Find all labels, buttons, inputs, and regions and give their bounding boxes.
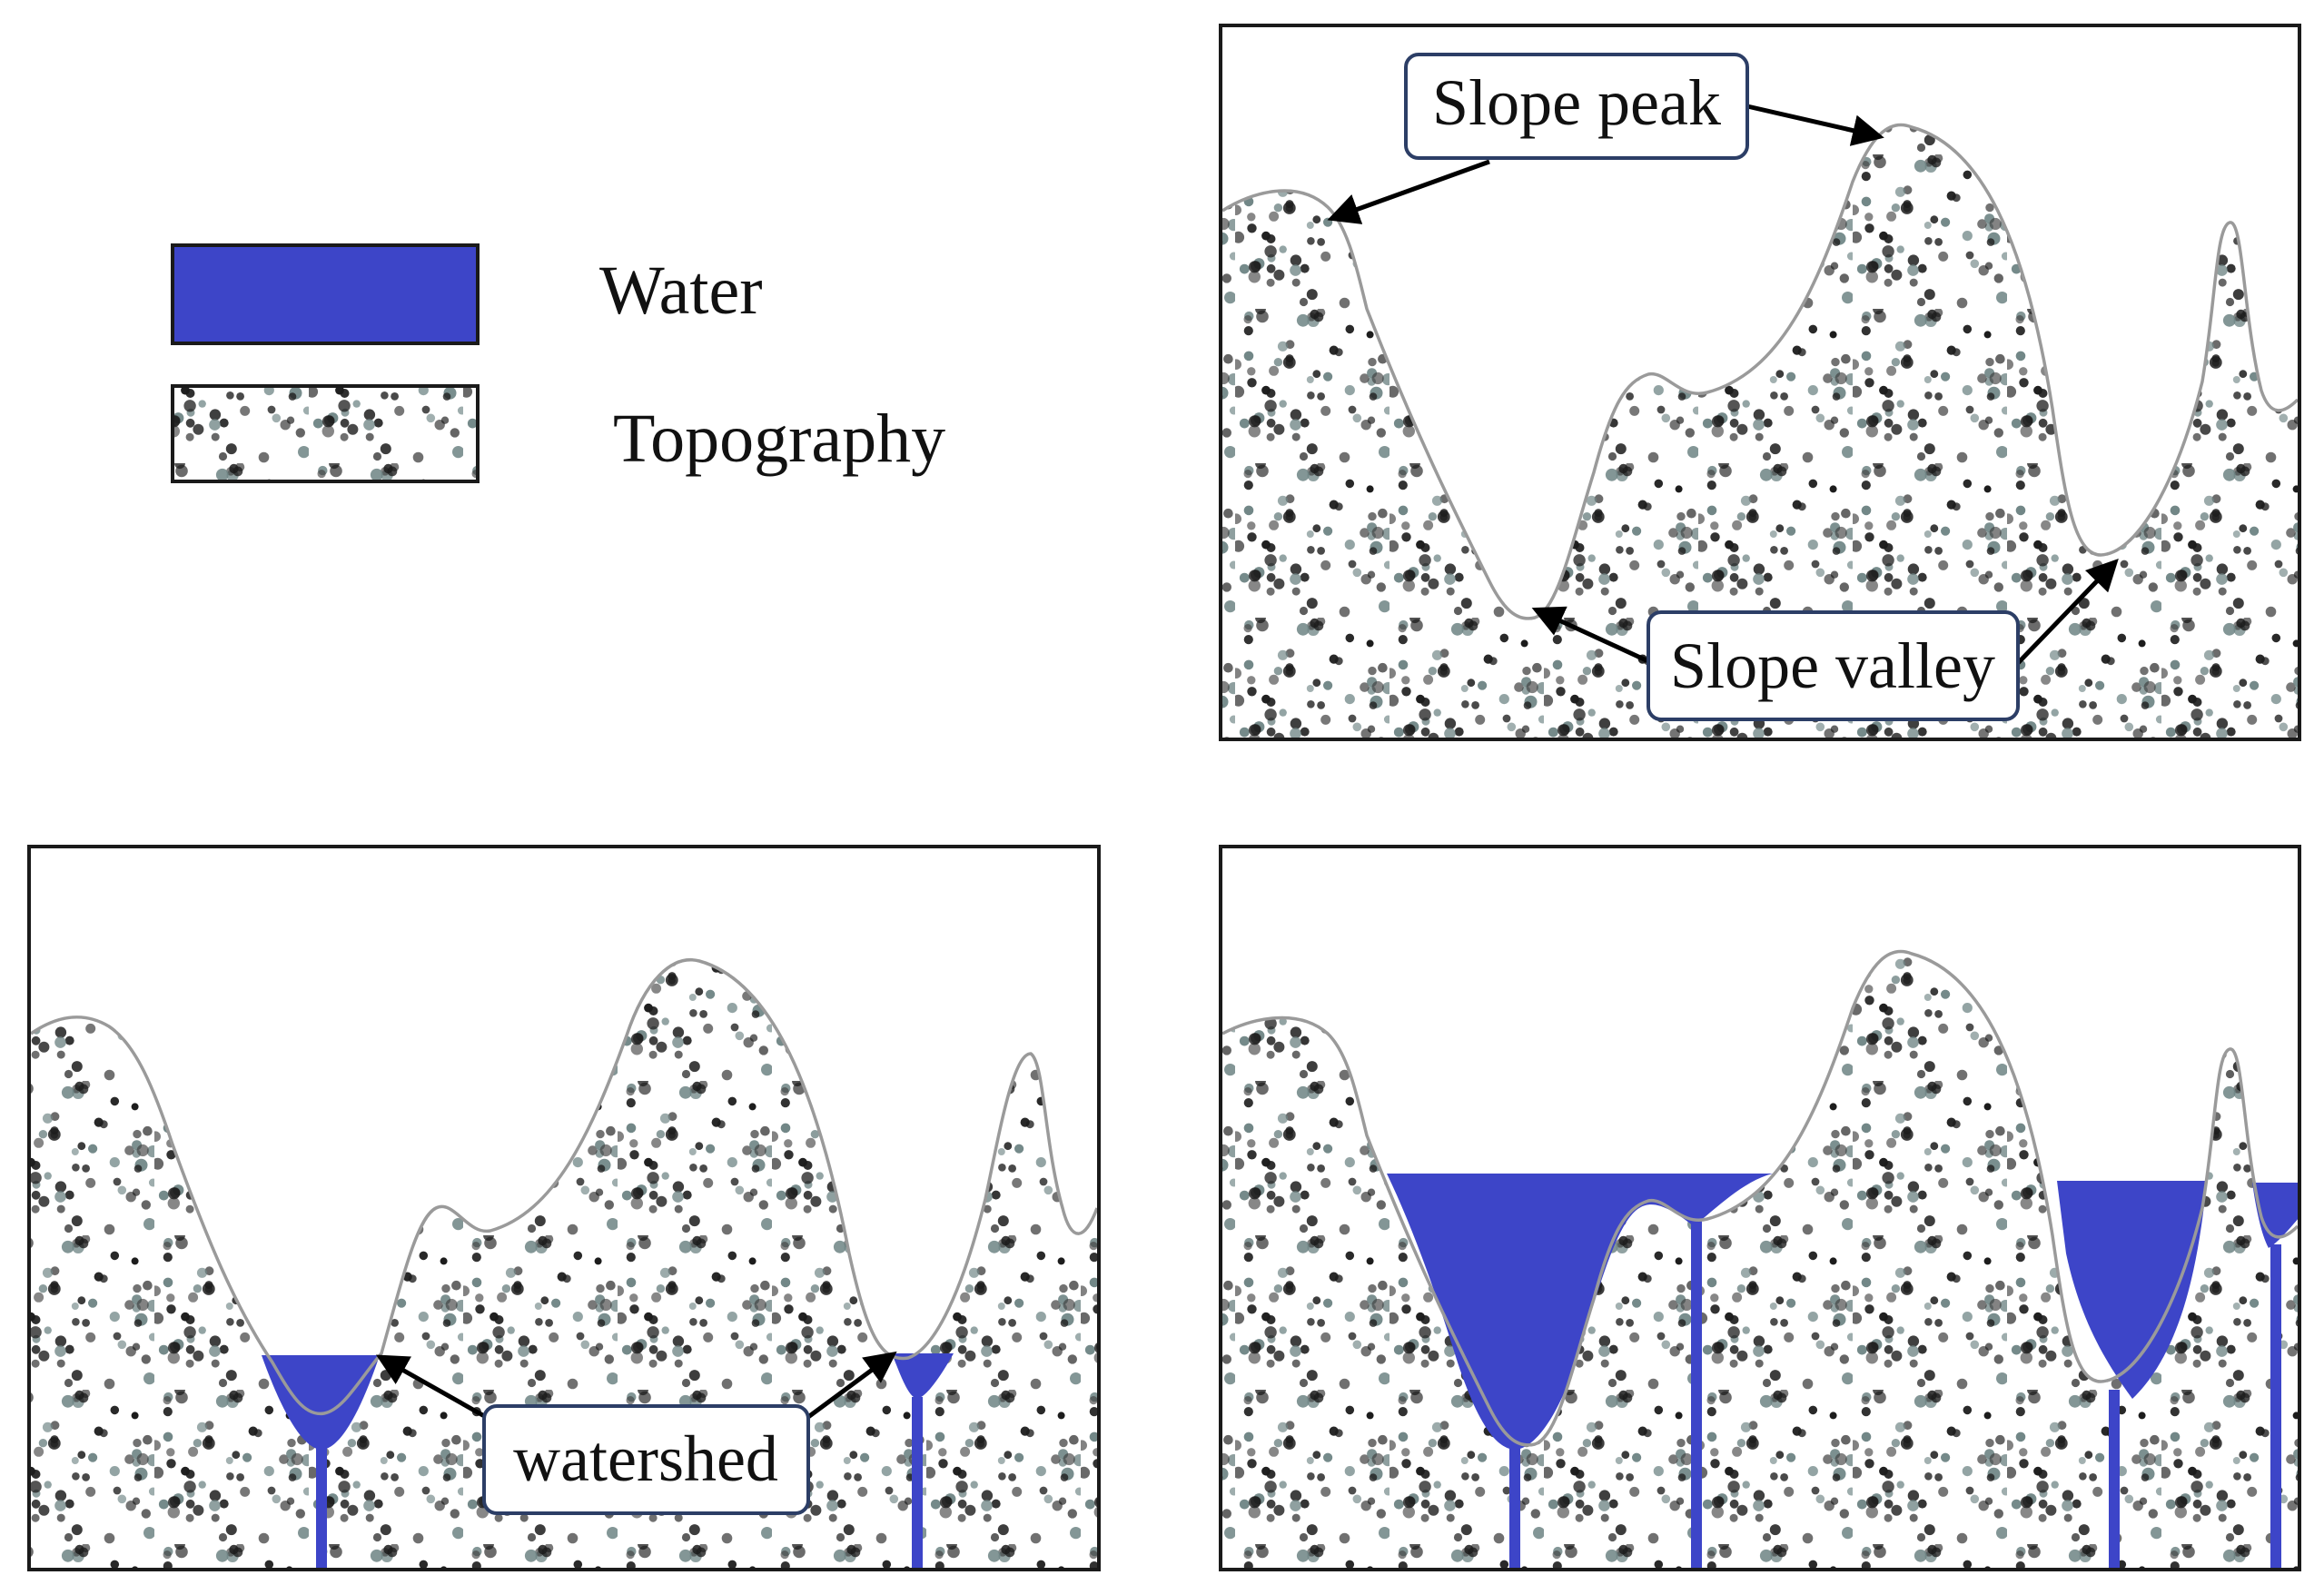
watershed-label: watershed [513,1422,778,1495]
panel-terrain [1221,123,2299,739]
slope-peak-arrow-right [1746,104,1884,146]
water-legend-label: Water [599,253,763,329]
terrain-outline [1221,123,2299,620]
watershed-arrow-left [375,1354,488,1420]
slope-valley-arrow-left [1531,606,1650,664]
slope-peak-arrow-left [1327,159,1490,224]
panel-early-flooding [30,958,1099,1570]
terrain-outline [1221,949,2299,1447]
topography-legend-swatch [171,384,480,483]
slope-valley-arrow-right [2016,558,2119,665]
terrain-outline [30,958,1099,1416]
watershed-line-1 [1509,1448,1520,1570]
water-legend-swatch [171,243,480,345]
watershed-line-4 [2270,1244,2281,1570]
watershed-callout: watershed [375,1351,897,1515]
topography-legend-label: Topography [613,401,945,477]
water-basin-far-right [2252,1183,2299,1248]
panel-advanced-flooding [1221,949,2299,1570]
panel-terrain-frame [1219,24,2301,741]
legend: Water Topography [171,243,945,483]
water-basin-right [2057,1181,2207,1399]
slope-peak-label: Slope peak [1432,66,1721,139]
slope-valley-label: Slope valley [1670,629,1995,702]
watershed-line-2 [1691,1221,1702,1570]
water-basin-right [892,1353,954,1399]
watershed-line-3 [2109,1390,2120,1570]
slope-valley-box [1647,610,2020,721]
panel-early-flooding-frame [27,845,1101,1571]
slope-peak-box [1404,53,1749,160]
watershed-box [482,1404,810,1515]
watershed-arrow-right [806,1351,897,1420]
slope-valley-callout: Slope valley [1531,558,2119,721]
water-basin-left [262,1355,380,1450]
panel-advanced-flooding-frame [1219,845,2301,1571]
slope-peak-callout: Slope peak [1327,53,1884,224]
water-basin-left [1387,1174,1773,1450]
watershed-line-left [316,1448,327,1570]
watershed-line-right [912,1397,923,1570]
